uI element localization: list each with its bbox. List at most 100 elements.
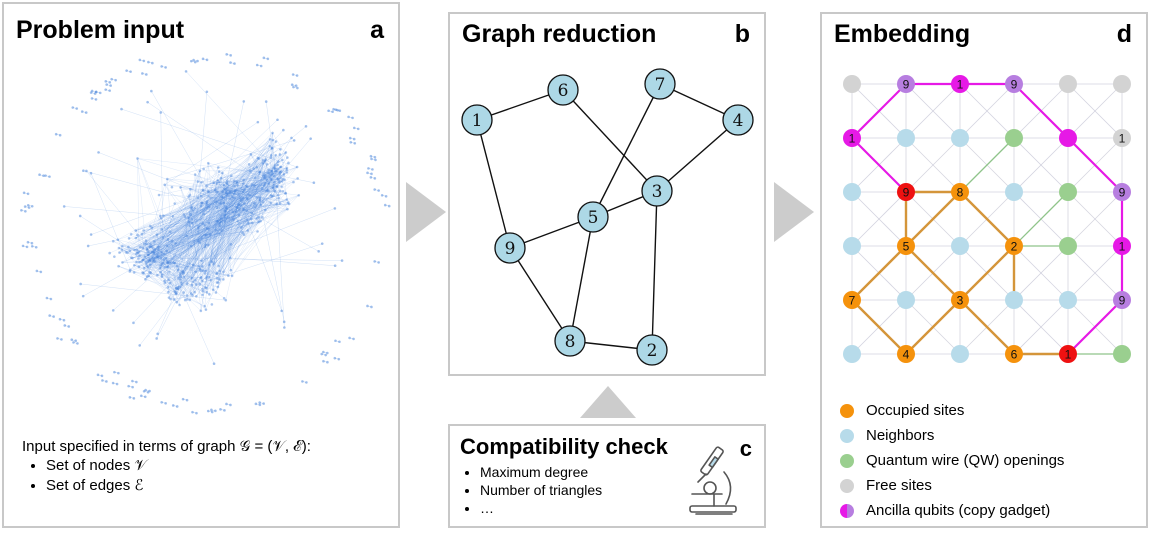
- check-item-triangles: Number of triangles: [480, 482, 602, 498]
- site-r1c4: [1059, 129, 1077, 147]
- site-label-r2c5: 9: [1119, 186, 1126, 200]
- panel-embedding: Embedding d 9 1 9 1 1 9 8 9 5 2 1 7 3 9 4 6 1 Occupied s…: [820, 12, 1148, 528]
- graph-edge-9-8: [509, 247, 571, 342]
- site-r1c3: [1005, 129, 1023, 147]
- graph-node-5: 5: [577, 201, 609, 233]
- panel-d-letter: d: [1116, 20, 1132, 48]
- site-label-r0c3: 9: [1011, 78, 1018, 92]
- panel-a-title: Problem input: [16, 16, 185, 44]
- site-label-r0c2: 1: [957, 78, 964, 92]
- site-r5c4: 1: [1059, 345, 1077, 363]
- site-r4c3: [1005, 291, 1023, 309]
- site-r3c0: [843, 237, 861, 255]
- graph-node-label-5: 5: [588, 208, 599, 228]
- site-r0c3: 9: [1005, 75, 1023, 93]
- panel-b-title: Graph reduction: [462, 20, 657, 48]
- site-r3c5: 1: [1113, 237, 1131, 255]
- site-r0c1: 9: [897, 75, 915, 93]
- legend-free-sites: Free sites: [840, 473, 1064, 498]
- graph-edge-4-3: [656, 119, 739, 192]
- site-label-r5c4: 1: [1065, 348, 1072, 362]
- graph-edge-3-2: [651, 190, 658, 351]
- site-label-r0c1: 9: [903, 78, 910, 92]
- site-r4c0: 7: [843, 291, 861, 309]
- qw-swatch: [840, 453, 854, 468]
- graph-node-7: 7: [644, 68, 676, 100]
- site-label-r3c5: 1: [1119, 240, 1126, 254]
- site-label-r2c2: 8: [957, 186, 964, 200]
- graph-node-6: 6: [547, 74, 579, 106]
- arrow-right-icon-2: [774, 182, 814, 242]
- site-r1c1: [897, 129, 915, 147]
- site-label-r3c1: 5: [903, 240, 910, 254]
- site-r0c4: [1059, 75, 1077, 93]
- site-r0c0: [843, 75, 861, 93]
- arrow-right-icon: [406, 182, 446, 242]
- graph-node-3: 3: [641, 175, 673, 207]
- panel-b-letter: b: [734, 20, 750, 48]
- free-swatch: [840, 478, 854, 493]
- graph-node-label-7: 7: [655, 75, 666, 95]
- microscope-icon: [689, 446, 737, 515]
- panel-a-letter: a: [370, 16, 384, 44]
- panel-problem-input: Problem input a Input specified in terms…: [2, 2, 400, 528]
- site-r2c2: 8: [951, 183, 969, 201]
- panel-graph-reduction: Graph reduction b 1 6 7 4 3 5 9 8 2: [448, 12, 766, 376]
- site-label-r3c3: 2: [1011, 240, 1018, 254]
- graph-node-8: 8: [554, 325, 586, 357]
- site-r1c5: 1: [1113, 129, 1131, 147]
- panel-c-title: Compatibility check: [460, 434, 668, 459]
- legend-qw-openings: Quantum wire (QW) openings: [840, 448, 1064, 473]
- panel-d-title: Embedding: [834, 20, 971, 48]
- site-r0c2: 1: [951, 75, 969, 93]
- graph-edge-7-5: [592, 83, 661, 218]
- graph-node-4: 4: [722, 104, 754, 136]
- graph-edge-5-8: [569, 216, 594, 342]
- site-r4c5: 9: [1113, 291, 1131, 309]
- site-r4c1: [897, 291, 915, 309]
- site-r4c2: 3: [951, 291, 969, 309]
- graph-node-label-2: 2: [647, 341, 658, 361]
- site-label-r2c1: 9: [903, 186, 910, 200]
- graph-definition-text: Input specified in terms of graph 𝒢 = (𝒱…: [22, 438, 311, 455]
- legend-neighbors: Neighbors: [840, 423, 1064, 448]
- site-label-r4c2: 3: [957, 294, 964, 308]
- lattice-sites: 9 1 9 1 1 9 8 9 5 2 1 7 3 9 4 6 1: [843, 75, 1131, 363]
- site-r2c4: [1059, 183, 1077, 201]
- site-label-r4c0: 7: [849, 294, 856, 308]
- site-r3c4: [1059, 237, 1077, 255]
- legend: Occupied sites Neighbors Quantum wire (Q…: [840, 398, 1064, 523]
- edges-bullet: Set of edges ℰ: [46, 476, 311, 494]
- site-label-r1c0: 1: [849, 132, 856, 146]
- site-label-r4c5: 9: [1119, 294, 1126, 308]
- site-r3c1: 5: [897, 237, 915, 255]
- check-item-ellipsis: …: [480, 500, 602, 516]
- panel-c-letter: c: [739, 436, 752, 461]
- site-r3c2: [951, 237, 969, 255]
- site-r5c1: 4: [897, 345, 915, 363]
- graph-node-label-3: 3: [652, 182, 663, 202]
- site-r2c0: [843, 183, 861, 201]
- graph-node-1: 1: [461, 104, 493, 136]
- panel-compatibility-check: Compatibility check c Maximum degree Num…: [448, 424, 766, 528]
- nodes-bullet: Set of nodes 𝒱: [46, 457, 311, 474]
- panel-a-caption: Input specified in terms of graph 𝒢 = (𝒱…: [22, 438, 311, 496]
- reduced-graph: 1 6 7 4 3 5 9 8 2: [461, 68, 754, 366]
- site-r1c2: [951, 129, 969, 147]
- graph-node-label-9: 9: [505, 239, 516, 259]
- neighbor-swatch: [840, 428, 854, 443]
- graph-node-label-8: 8: [565, 332, 576, 352]
- site-r2c5: 9: [1113, 183, 1131, 201]
- site-r5c3: 6: [1005, 345, 1023, 363]
- site-label-r1c5: 1: [1119, 132, 1126, 146]
- site-r2c1: 9: [897, 183, 915, 201]
- site-label-r5c1: 4: [903, 348, 910, 362]
- site-r0c5: [1113, 75, 1131, 93]
- site-r4c4: [1059, 291, 1077, 309]
- check-item-max-degree: Maximum degree: [480, 464, 602, 480]
- ancilla-swatch: [840, 503, 854, 518]
- graph-node-9: 9: [494, 232, 526, 264]
- check-list: Maximum degree Number of triangles …: [460, 462, 602, 518]
- graph-node-2: 2: [636, 334, 668, 366]
- legend-ancilla: Ancilla qubits (copy gadget): [840, 498, 1064, 523]
